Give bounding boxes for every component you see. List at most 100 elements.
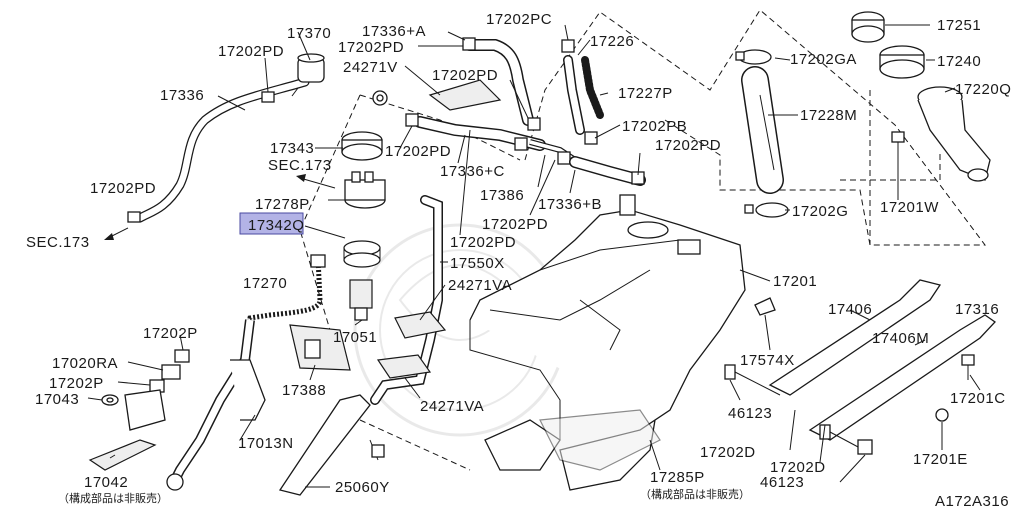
bolt-17201w — [891, 131, 905, 190]
filler-17220q — [917, 86, 991, 182]
label-17226: 17226 — [590, 33, 634, 50]
label-25060y: 25060Y — [335, 479, 390, 496]
gasket-17342q — [343, 240, 381, 268]
label-17202ga: 17202GA — [790, 51, 857, 68]
bolts-46123 — [724, 364, 873, 455]
diagram-id: A172A316 — [935, 493, 1009, 510]
label-17220q: 17220Q — [955, 81, 1011, 98]
arrow-head — [296, 174, 306, 182]
note-not-sold-left: （構成部品は非販売） — [58, 491, 168, 505]
label-17370: 17370 — [287, 25, 331, 42]
label-17240: 17240 — [937, 53, 981, 70]
label-17406m: 17406M — [872, 330, 929, 347]
highlight-box — [239, 212, 304, 235]
leader-lines — [87, 24, 981, 488]
label-17051: 17051 — [333, 329, 377, 346]
label-24271va-1: 24271VA — [448, 277, 512, 294]
label-17202g: 17202G — [792, 203, 848, 220]
label-17202pd-3: 17202PD — [432, 67, 498, 84]
label-17343: 17343 — [270, 140, 314, 157]
part-labels: 17370 17336+A 17202PC 17226 17251 17202P… — [26, 11, 1011, 510]
strap-17406m — [808, 314, 996, 441]
bracket-17574x — [754, 297, 776, 316]
label-17202pd-5: 17202PD — [655, 137, 721, 154]
hose-17336a — [462, 37, 541, 131]
pump-flange-17278p — [344, 171, 386, 209]
valve-17370 — [291, 53, 325, 97]
fuel-tank-17201 — [469, 194, 746, 491]
bolt-17201c — [961, 354, 975, 380]
hose-17336 — [135, 77, 310, 223]
label-17020ra: 17020RA — [52, 355, 118, 372]
label-17202p-2: 17202P — [49, 375, 104, 392]
label-17336: 17336 — [160, 87, 204, 104]
arrow-sec173 — [299, 177, 336, 189]
label-17202pd-1: 17202PD — [218, 43, 284, 60]
label-17201w: 17201W — [880, 199, 939, 216]
label-46123-2: 46123 — [760, 474, 804, 491]
label-17202d-1: 17202D — [700, 444, 756, 461]
label-17043: 17043 — [35, 391, 79, 408]
grommet — [372, 90, 388, 106]
label-17316: 17316 — [955, 301, 999, 318]
label-17013n: 17013N — [238, 435, 294, 452]
filler-boundary — [840, 90, 941, 245]
protector-24271va — [376, 311, 447, 379]
sender-25060y — [278, 394, 385, 496]
group-boundary-left — [299, 94, 521, 471]
label-17251: 17251 — [937, 17, 981, 34]
label-17270: 17270 — [243, 275, 287, 292]
strap-17406 — [768, 279, 942, 396]
label-17342q: 17342Q — [248, 217, 304, 234]
arrow-head-left — [104, 233, 114, 240]
label-17228m: 17228M — [800, 107, 857, 124]
clamp-17202ga — [735, 49, 772, 65]
tube-17013n — [166, 319, 266, 491]
label-17574x: 17574X — [740, 352, 795, 369]
bracket-17388 — [289, 324, 351, 371]
label-17202d-2: 17202D — [770, 459, 826, 476]
label-17336b: 17336+B — [538, 196, 602, 213]
harness-17270 — [242, 254, 326, 341]
shield-24271v — [428, 79, 502, 111]
label-sec173-1: SEC.173 — [268, 157, 332, 174]
label-17042: 17042 — [84, 474, 128, 491]
clip-17202p — [149, 349, 190, 393]
label-17386: 17386 — [480, 187, 524, 204]
label-17202pd-8: 17202PD — [450, 234, 516, 251]
label-17202pd-4: 17202PD — [385, 143, 451, 160]
label-17278p: 17278P — [255, 196, 310, 213]
label-17285p: 17285P — [650, 469, 705, 486]
lock-ring-17343 — [341, 131, 383, 161]
label-17202pd-7: 17202PD — [482, 216, 548, 233]
label-17201e: 17201E — [913, 451, 968, 468]
nut-17201e — [935, 408, 949, 422]
label-17202pd-6: 17202PD — [90, 180, 156, 197]
hose-17228m — [741, 66, 784, 194]
shield-17285p — [539, 409, 661, 471]
washer-17043 — [101, 394, 119, 406]
note-not-sold-right: （構成部品は非販売） — [640, 487, 750, 501]
clamp-17202g — [744, 202, 789, 218]
label-17227p: 17227P — [618, 85, 673, 102]
label-46123-1: 46123 — [728, 405, 772, 422]
label-17201c: 17201C — [950, 390, 1006, 407]
label-17202pc: 17202PC — [486, 11, 552, 28]
hose-17336b — [569, 156, 646, 186]
cap-17251 — [851, 11, 885, 43]
label-24271va-2: 24271VA — [420, 398, 484, 415]
label-24271v: 24271V — [343, 59, 398, 76]
seal-17240 — [879, 45, 925, 79]
hose-17226 — [561, 39, 585, 135]
clip-17202pd-left — [127, 91, 275, 223]
connector-17386 — [529, 139, 577, 165]
label-17406: 17406 — [828, 301, 872, 318]
label-17202pd-2: 17202PD — [338, 39, 404, 56]
hose-17020ra — [161, 364, 181, 380]
group-boundary — [524, 9, 986, 246]
label-17388: 17388 — [282, 382, 326, 399]
label-17336c: 17336+C — [440, 163, 505, 180]
label-17202p-1: 17202P — [143, 325, 198, 342]
